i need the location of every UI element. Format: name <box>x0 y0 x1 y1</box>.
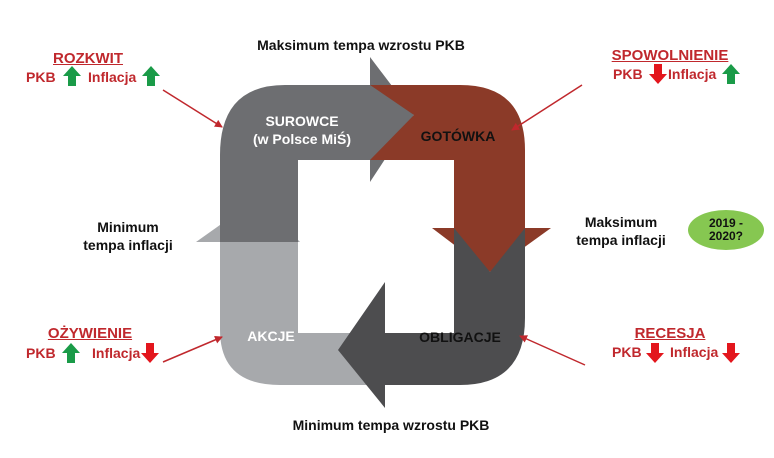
phase-ozywienie-pkb: PKB <box>26 345 56 361</box>
arrow-up-icon <box>142 66 160 86</box>
year-badge: 2019 -2020? <box>688 210 764 250</box>
arrow-down-icon <box>141 343 159 363</box>
obligacje-arrow <box>338 228 525 408</box>
pointer-arrow-top-right <box>511 84 583 131</box>
max-gdp-growth-caption: Maksimum tempa wzrostu PKB <box>257 37 465 53</box>
surowce-label: SUROWCE(w Polsce MiŚ) <box>252 113 352 147</box>
gotowka-arrow <box>370 85 551 272</box>
arrow-down-icon <box>649 64 667 84</box>
surowce-arrow <box>220 57 414 242</box>
arrow-down-icon <box>722 343 740 363</box>
phase-rozkwit-title: ROZKWIT <box>53 50 123 67</box>
gotowka-label: GOTÓWKA <box>420 128 496 144</box>
arrow-up-icon <box>722 64 740 84</box>
obligacje-label: OBLIGACJE <box>419 329 501 345</box>
pointer-arrow-bottom-right <box>519 335 586 366</box>
arrow-up-icon <box>63 66 81 86</box>
phase-spowolnienie-title: SPOWOLNIENIE <box>611 47 729 64</box>
min-gdp-growth-caption: Minimum tempa wzrostu PKB <box>292 417 490 433</box>
phase-rozkwit-inflacja: Inflacja <box>88 69 137 85</box>
arrow-down-icon <box>646 343 664 363</box>
phase-spowolnienie-inflacja: Inflacja <box>668 66 717 82</box>
phase-recesja-title: RECESJA <box>634 325 706 342</box>
phase-recesja-pkb: PKB <box>612 344 642 360</box>
phase-recesja-inflacja: Inflacja <box>670 344 719 360</box>
pointer-arrow-top-left <box>162 89 223 128</box>
phase-ozywienie-inflacja: Inflacja <box>92 345 141 361</box>
phase-rozkwit-pkb: PKB <box>26 69 56 85</box>
phase-ozywienie-title: OŻYWIENIE <box>47 325 133 342</box>
pointer-arrow-bottom-left <box>162 336 223 363</box>
arrow-up-icon <box>62 343 80 363</box>
akcje-label: AKCJE <box>247 328 295 344</box>
akcje-arrow <box>196 198 368 385</box>
phase-spowolnienie-pkb: PKB <box>613 66 643 82</box>
